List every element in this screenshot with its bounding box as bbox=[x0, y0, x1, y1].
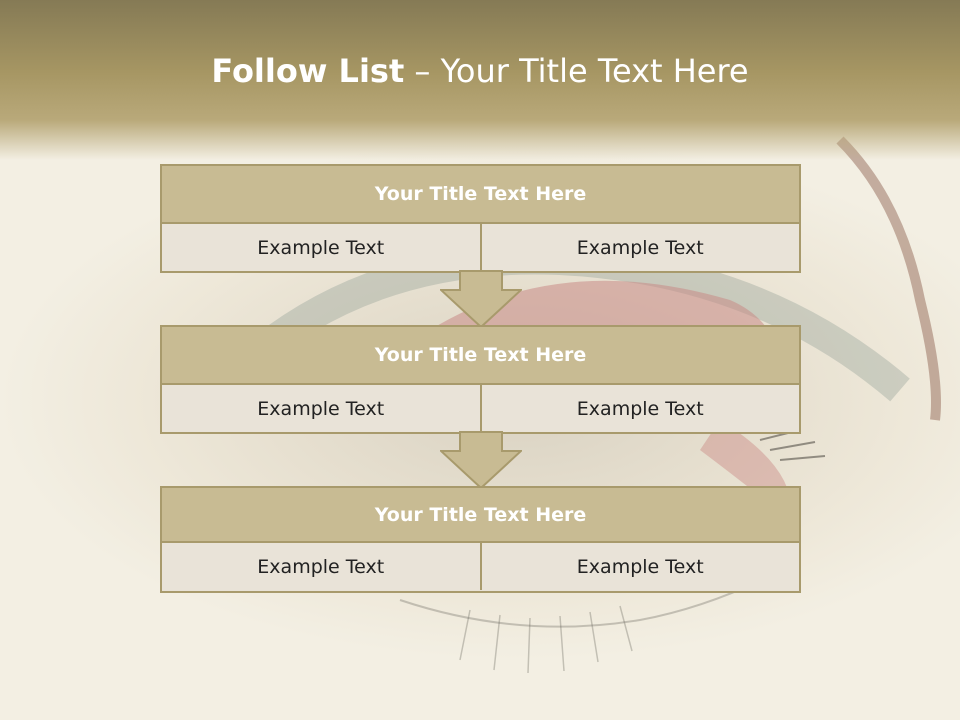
list-box-cells: Example Text Example Text bbox=[162, 224, 799, 271]
title-band bbox=[0, 0, 960, 160]
list-box-cell-right: Example Text bbox=[479, 224, 799, 271]
down-arrow-icon bbox=[440, 431, 522, 489]
list-box-cell-right: Example Text bbox=[479, 543, 799, 590]
list-box-cell-left: Example Text bbox=[162, 224, 480, 271]
list-box-2: Your Title Text Here Example Text Exampl… bbox=[160, 325, 801, 434]
list-box-title: Your Title Text Here bbox=[162, 488, 799, 543]
list-box-cell-left: Example Text bbox=[162, 385, 480, 432]
down-arrow-icon bbox=[440, 270, 522, 328]
list-box-cells: Example Text Example Text bbox=[162, 543, 799, 590]
slide-title: Follow List – Your Title Text Here bbox=[0, 52, 960, 90]
slide-title-bold: Follow List bbox=[211, 52, 405, 90]
list-box-title: Your Title Text Here bbox=[162, 327, 799, 385]
list-box-cells: Example Text Example Text bbox=[162, 385, 799, 432]
list-box-title: Your Title Text Here bbox=[162, 166, 799, 224]
list-box-1: Your Title Text Here Example Text Exampl… bbox=[160, 164, 801, 273]
slide-title-rest: – Your Title Text Here bbox=[404, 52, 749, 90]
list-box-cell-right: Example Text bbox=[479, 385, 799, 432]
list-box-cell-left: Example Text bbox=[162, 543, 480, 590]
list-box-3: Your Title Text Here Example Text Exampl… bbox=[160, 486, 801, 593]
